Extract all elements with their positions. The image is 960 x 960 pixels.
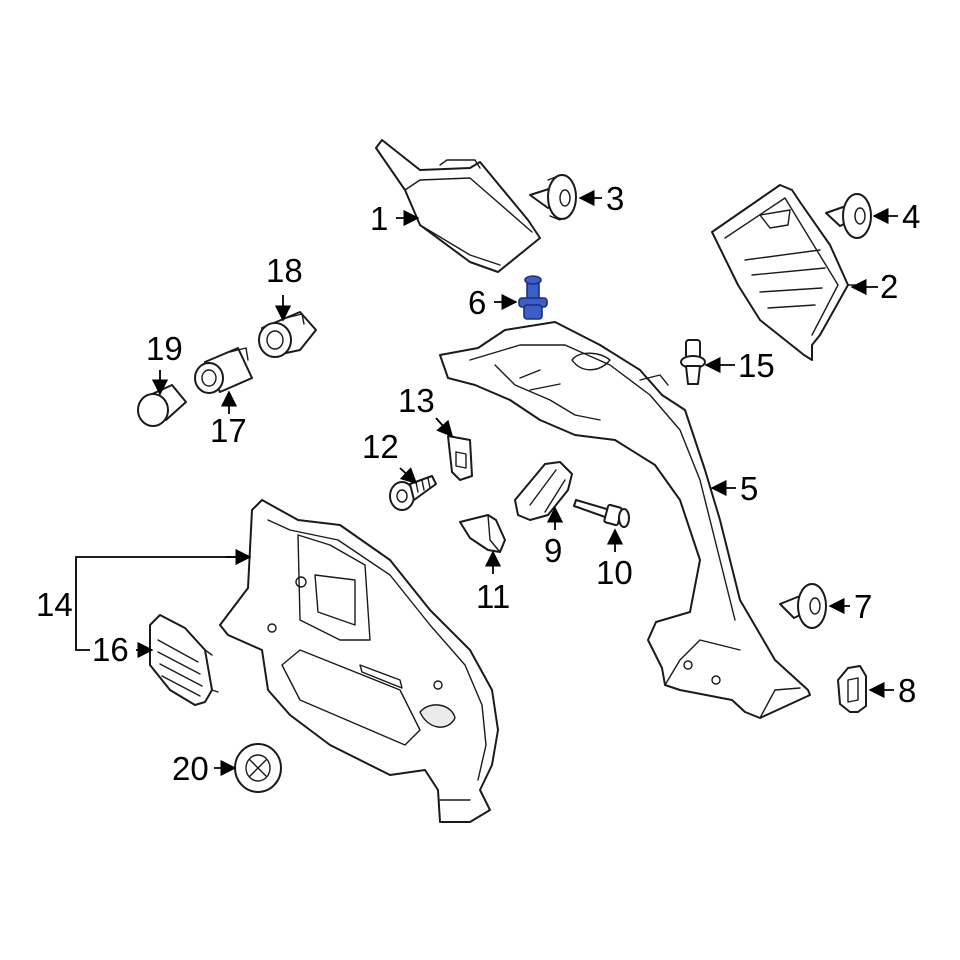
callout-11: 11 [476,578,510,615]
callout-2: 2 [880,268,898,305]
callout-8: 8 [898,672,916,709]
part-10-bolt[interactable] [573,499,630,528]
part-8-clip[interactable] [837,665,867,713]
callout-1: 1 [370,200,388,237]
part-13-clip[interactable] [447,435,473,481]
callout-13: 13 [398,382,435,419]
callout-5: 5 [740,470,758,507]
part-5-quarter-inner-panel[interactable] [439,321,811,719]
part-18-socket-ring[interactable] [258,311,317,358]
part-16-vent-grille[interactable] [149,614,219,706]
part-2-right-trim-panel[interactable] [711,184,859,361]
part-20-grommet[interactable] [234,743,282,793]
callout-9: 9 [544,532,562,569]
leader-lines [75,189,898,777]
part-15-pin[interactable] [680,339,706,385]
part-11-bracket[interactable] [459,514,506,553]
callout-7: 7 [854,588,872,625]
callout-4: 4 [902,198,920,235]
callout-10: 10 [596,554,633,591]
part-19-cap[interactable] [137,384,187,427]
part-14-lower-quarter-trim[interactable] [219,499,499,823]
part-4-push-clip[interactable] [825,193,872,239]
part-7-push-clip[interactable] [779,583,827,629]
callout-14: 14 [36,586,73,623]
callout-20: 20 [172,750,209,787]
part-17-socket[interactable] [194,347,253,394]
callout-12: 12 [362,428,399,465]
callout-3: 3 [606,180,624,217]
part-9-bracket[interactable] [514,461,573,521]
callout-17: 17 [210,412,247,449]
part-3-push-clip[interactable] [529,174,577,221]
part-6-retainer-pin-highlighted[interactable] [518,275,548,320]
part-1-upper-trim-panel[interactable] [375,139,541,273]
callout-6: 6 [468,284,486,321]
callout-labels: 1 2 3 4 5 6 7 8 9 10 11 12 13 14 15 16 1… [36,180,920,787]
callout-16: 16 [92,631,129,668]
callout-19: 19 [146,330,183,367]
callout-15: 15 [738,347,775,384]
callout-18: 18 [266,252,303,289]
